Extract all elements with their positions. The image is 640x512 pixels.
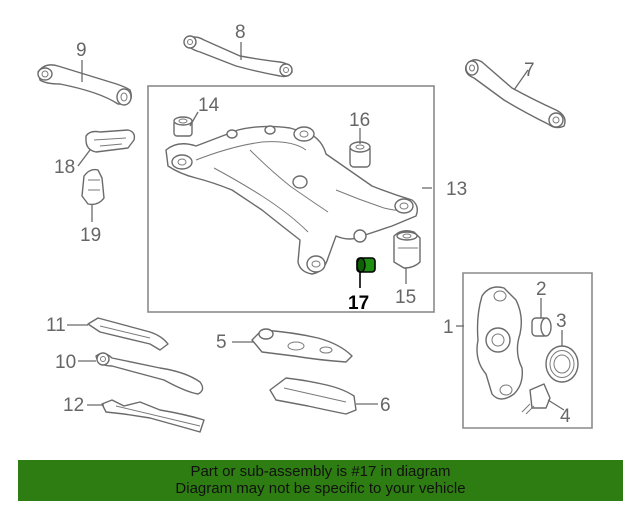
callout-4: 4: [560, 406, 571, 427]
callout-19: 19: [80, 225, 101, 246]
part-7-rear-arm[interactable]: [464, 59, 566, 129]
callout-9: 9: [76, 40, 87, 61]
callout-14: 14: [198, 95, 220, 116]
callout-12: 12: [63, 395, 84, 416]
part-8-upper-arm[interactable]: [183, 35, 293, 78]
knuckle-frame: [462, 272, 593, 429]
leader-lines: [67, 42, 565, 411]
callout-10: 10: [55, 352, 76, 373]
part-4-cover[interactable]: [521, 383, 551, 415]
callout-8: 8: [235, 22, 246, 43]
part-12-arm[interactable]: [101, 399, 205, 433]
callout-3: 3: [556, 311, 567, 332]
part-19-mount[interactable]: [81, 168, 105, 206]
callout-6: 6: [380, 395, 391, 416]
part-1-knuckle[interactable]: [476, 286, 524, 400]
part-15-mount[interactable]: [393, 229, 421, 269]
part-5-lower-arm[interactable]: [251, 328, 353, 363]
parts-diagram: 9 8 7 14 16 13 18 19 15 17 11 10 12 5 6 …: [37, 22, 593, 433]
part-16-bushing[interactable]: [349, 141, 371, 168]
info-banner: Part or sub-assembly is #17 in diagram D…: [18, 460, 623, 501]
part-2-bushing[interactable]: [531, 317, 552, 337]
part-14-bushing[interactable]: [173, 116, 193, 137]
callout-17: 17: [348, 293, 369, 314]
callout-5: 5: [216, 332, 227, 353]
part-9-upper-arm[interactable]: [37, 64, 133, 106]
part-17-bushing-highlight[interactable]: [356, 257, 376, 273]
callout-1: 1: [443, 317, 454, 338]
callout-15: 15: [395, 287, 416, 308]
part-3-hub-bearing[interactable]: [545, 345, 579, 383]
rear-subframe[interactable]: [165, 125, 419, 275]
callout-11: 11: [46, 315, 66, 336]
banner-line-2: Diagram may not be specific to your vehi…: [175, 480, 466, 497]
part-6-shield[interactable]: [269, 377, 357, 415]
callout-18: 18: [54, 157, 75, 178]
banner-line-1: Part or sub-assembly is #17 in diagram: [190, 463, 451, 480]
callout-16: 16: [349, 110, 370, 131]
callout-13: 13: [446, 179, 467, 200]
callout-2: 2: [536, 279, 547, 300]
callout-7: 7: [524, 60, 535, 81]
part-18-bracket[interactable]: [85, 129, 136, 153]
part-11-arm[interactable]: [87, 317, 169, 351]
part-10-arm[interactable]: [95, 352, 204, 395]
subframe-frame: [147, 85, 435, 313]
